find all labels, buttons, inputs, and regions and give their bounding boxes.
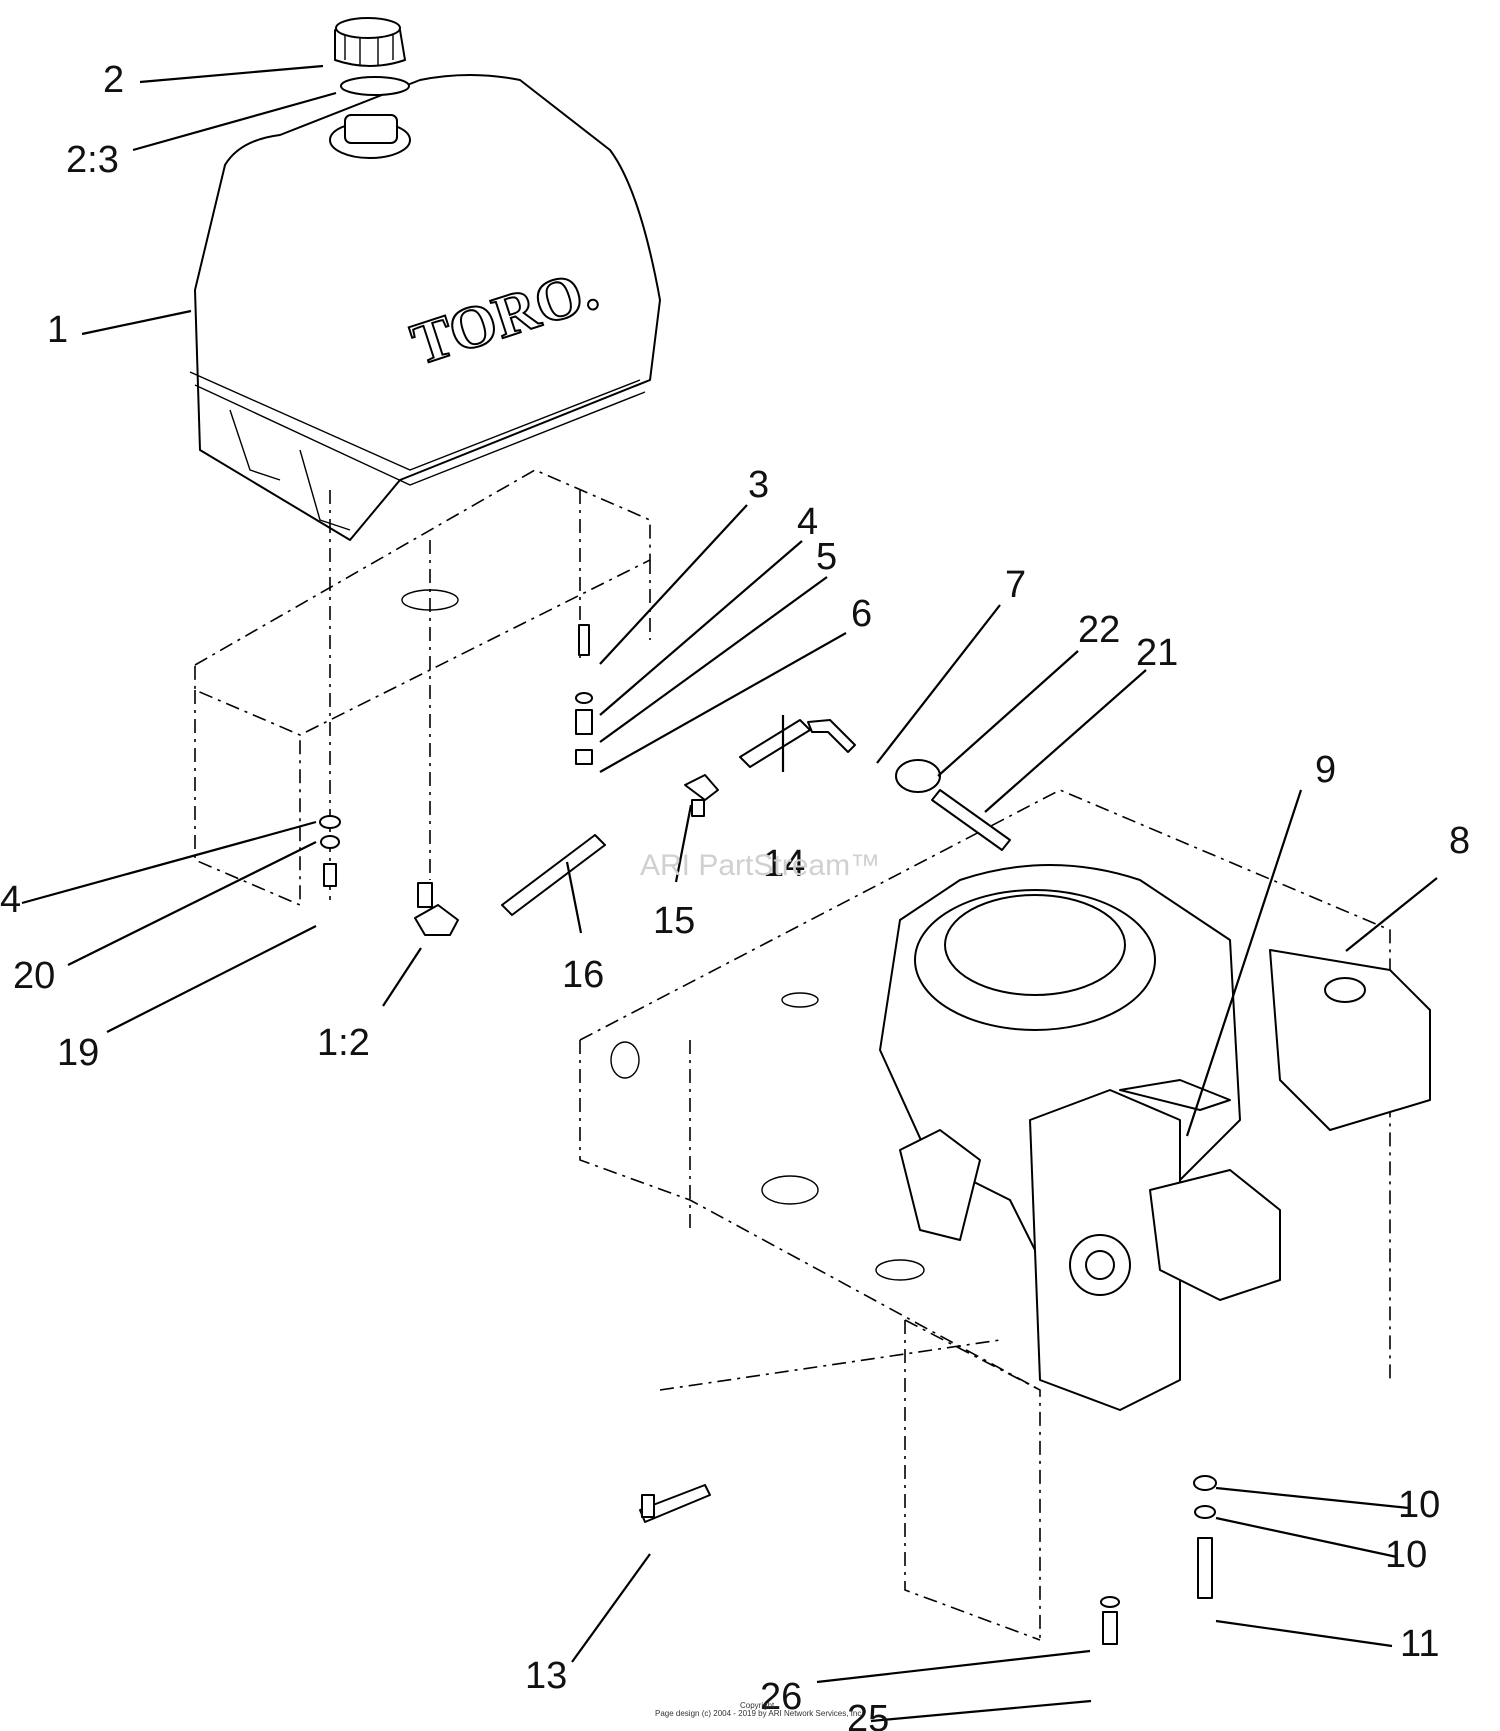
callout-14: 14	[763, 843, 805, 885]
callout-1-2: 1:2	[317, 1022, 370, 1064]
callout-10-upper: 10	[1398, 1484, 1440, 1526]
fuel-cap	[334, 17, 406, 67]
callout-11: 11	[1400, 1623, 1439, 1665]
callout-4-lower: 4	[0, 879, 21, 921]
callout-5: 5	[816, 536, 837, 578]
callout-21: 21	[1136, 632, 1178, 674]
fuel-tank: TORO.	[189, 74, 661, 541]
callout-15: 15	[653, 900, 695, 942]
callout-26: 26	[760, 1676, 802, 1718]
callout-10-lower: 10	[1385, 1534, 1427, 1576]
fuel-line-parts	[319, 624, 1217, 1645]
callout-2: 2	[103, 59, 124, 101]
leader-lines	[21, 64, 1438, 1723]
callout-labels: 1 2 2:3 3 4 5 6 7 22 21 9 8 4 20 19 1:2 …	[0, 59, 1470, 1731]
engine	[879, 864, 1431, 1411]
frame-lower	[579, 789, 1391, 1641]
callout-9: 9	[1315, 749, 1336, 791]
copyright-line1: Copyright	[740, 1701, 775, 1710]
cap-gasket	[340, 76, 410, 96]
callout-20: 20	[13, 955, 55, 997]
frame-upper	[194, 469, 651, 907]
callout-7: 7	[1005, 564, 1026, 606]
callout-16: 16	[562, 954, 604, 996]
watermark: ARI PartStream™	[640, 849, 880, 882]
callout-22: 22	[1078, 609, 1120, 651]
copyright-line2: Page design (c) 2004 - 2019 by ARI Netwo…	[655, 1709, 864, 1718]
callout-2-3: 2:3	[66, 139, 119, 181]
callout-1: 1	[47, 309, 68, 351]
callout-13: 13	[525, 1655, 567, 1697]
callout-4-upper: 4	[797, 501, 818, 543]
callout-6: 6	[851, 593, 872, 635]
callout-8: 8	[1449, 820, 1470, 862]
callout-25: 25	[847, 1698, 889, 1731]
callout-19: 19	[57, 1032, 99, 1074]
callout-3: 3	[748, 464, 769, 506]
